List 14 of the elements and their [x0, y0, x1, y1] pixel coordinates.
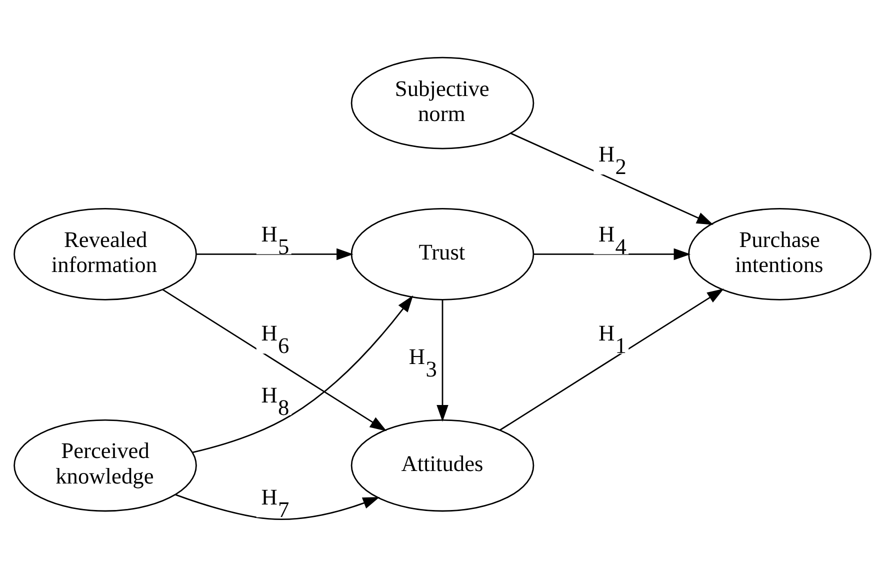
node-ellipse: Purchase intentions [688, 208, 872, 300]
arrow [436, 300, 448, 422]
node-ellipse: Perceived knowledge [14, 419, 197, 512]
arrow [162, 289, 387, 432]
arrow [175, 494, 380, 520]
node-ellipse: Attitudes [350, 419, 534, 512]
arrow [192, 295, 414, 454]
arrow [534, 248, 691, 260]
node-ellipse: Trust [350, 208, 534, 300]
arrow [196, 248, 354, 260]
node-ellipse: Subjective norm [350, 56, 534, 150]
node-ellipse: Revealed information [14, 208, 197, 300]
arrow [500, 288, 724, 431]
arrow [510, 132, 714, 225]
